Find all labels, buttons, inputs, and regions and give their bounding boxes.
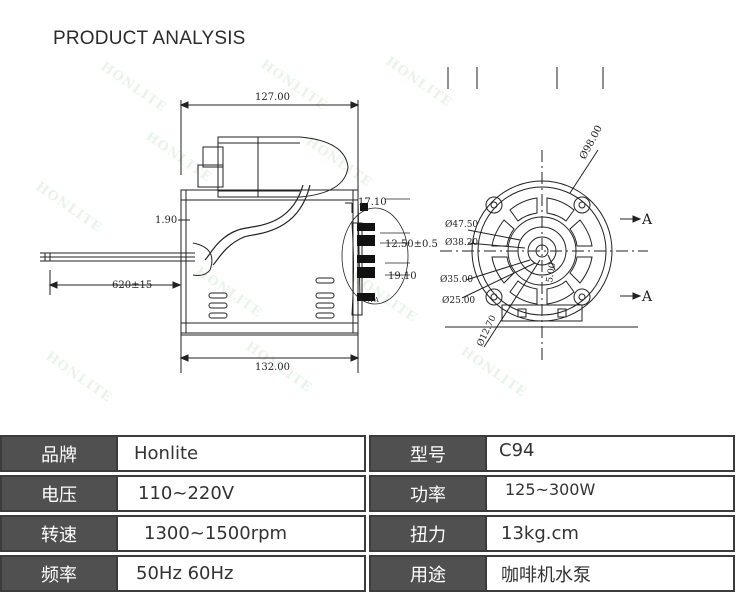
spec-label-model: 型号 (369, 435, 487, 472)
spec-value-brand: Honlite (118, 435, 366, 472)
section-label: A-A (367, 297, 379, 304)
dim-d3: 19.10 (388, 271, 417, 282)
spec-label-torque: 扭力 (369, 515, 487, 552)
dim-left-offset: 1.90 (155, 215, 177, 226)
spec-value-torque: 13kg.cm (487, 515, 735, 552)
spec-label-power: 功率 (369, 475, 487, 512)
arrowhead (350, 101, 360, 109)
dim-flat: 5.00 (545, 262, 558, 284)
dim-d1: 17.10 (358, 197, 387, 208)
spec-value-voltage: 110~220V (118, 475, 366, 512)
vent-slot (208, 302, 228, 309)
page-title: PRODUCT ANALYSIS (53, 28, 246, 49)
spec-label-speed: 转速 (0, 515, 118, 552)
dim-dia1: Ø47.50 (445, 219, 478, 230)
vent-slot (315, 302, 335, 309)
section-detail-ellipse (341, 207, 409, 305)
spec-row: 转速 1300~1500rpm 扭力 13kg.cm (0, 515, 750, 552)
dim-dia5: Ø12.70 (475, 313, 499, 348)
spec-value-usage: 咖啡机水泵 (487, 555, 735, 592)
dim-lead-length: 620±15 (112, 280, 152, 291)
dim-dia2: Ø38.20 (445, 237, 478, 248)
spec-row: 频率 50Hz 60Hz 用途 咖啡机水泵 (0, 555, 750, 592)
dim-top-width: 127.00 (255, 92, 290, 103)
capacitor-bracket (197, 164, 224, 188)
motor-drawing-svg: 127.00 132.00 620±15 1.90 17.10 12.50±0.… (40, 67, 653, 373)
dim-dia-outer: Ø98.00 (578, 124, 605, 162)
vent-slot (208, 312, 228, 319)
spec-table: 品牌 Honlite 型号 C94 电压 110~220V 功率 125~300… (0, 435, 750, 595)
spec-value-power: 125~300W (487, 475, 735, 512)
spec-value-model: C94 (487, 435, 735, 472)
motor-body (180, 189, 359, 334)
spec-label-frequency: 频率 (0, 555, 118, 592)
section-mark-a: A (641, 289, 653, 305)
spec-row: 品牌 Honlite 型号 C94 (0, 435, 750, 472)
capacitor-bracket (202, 146, 224, 168)
spec-value-frequency: 50Hz 60Hz (118, 555, 366, 592)
vent-slot (315, 277, 335, 284)
dim-bottom-width: 132.00 (255, 362, 290, 373)
spec-label-brand: 品牌 (0, 435, 118, 472)
spec-label-usage: 用途 (369, 555, 487, 592)
vent-slot (315, 312, 335, 319)
dim-dia4: Ø25.00 (442, 295, 475, 306)
arrowhead (179, 101, 189, 109)
capacitor-body (217, 136, 349, 198)
vent-slot (315, 292, 335, 299)
spec-label-voltage: 电压 (0, 475, 118, 512)
vent-slot (208, 292, 228, 299)
dim-d2: 12.50±0.5 (385, 239, 438, 250)
spec-value-speed: 1300~1500rpm (118, 515, 366, 552)
spec-row: 电压 110~220V 功率 125~300W (0, 475, 750, 512)
dim-dia3: Ø35.00 (440, 274, 473, 285)
section-detail (341, 203, 409, 305)
grommet (192, 242, 213, 276)
section-mark-a: A (641, 212, 653, 228)
technical-drawing: 127.00 132.00 620±15 1.90 17.10 12.50±0.… (0, 55, 750, 435)
